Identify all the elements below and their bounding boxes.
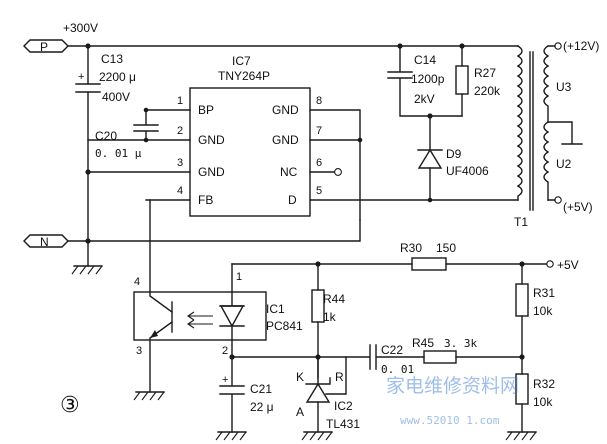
c13-voltage: 400V: [102, 90, 130, 104]
r27-value: 220k: [474, 84, 501, 98]
ground-symbol-left: [71, 240, 103, 275]
ic7-pin7-no: 7: [316, 125, 322, 137]
r31-ref: R31: [533, 286, 555, 300]
ic2-regulator: [305, 356, 347, 433]
ic2-a: A: [296, 405, 304, 419]
ic2-k: K: [296, 370, 304, 384]
ic1-pin4: 4: [134, 276, 140, 288]
c21-ref: C21: [250, 382, 272, 396]
c20-value: 0. 01 μ: [95, 147, 142, 160]
r45-value: 3. 3k: [444, 337, 477, 350]
d9-part: UF4006: [446, 164, 489, 178]
r45-resistor: [423, 350, 457, 364]
ic7-pin4-no: 4: [177, 185, 183, 197]
t1-out-5v: (+5V): [563, 200, 593, 214]
ic7-pin-nc: NC: [280, 165, 298, 179]
ic7-pin6-no: 6: [316, 157, 322, 169]
ic1-pin1: 1: [236, 271, 242, 283]
c20-capacitor: [133, 109, 159, 141]
watermark-url: www.52010 1.com: [400, 414, 500, 427]
t1-transformer: [516, 45, 583, 211]
t1-u3-label: U3: [556, 80, 572, 94]
r31-value: 10k: [533, 304, 553, 318]
ic7-ref: IC7: [232, 54, 251, 68]
r44-value: 1k: [323, 310, 337, 324]
r44-resistor: [311, 289, 325, 323]
ic7-pin-fb: FB: [198, 193, 213, 207]
ic1-optocoupler: [133, 291, 267, 341]
r45-ref: R45: [412, 336, 434, 350]
d9-diode: [417, 115, 443, 201]
c14-capacitor: [387, 45, 463, 117]
t1-u2-label: U2: [556, 157, 572, 171]
r30-resistor: [411, 257, 447, 271]
n-label: N: [40, 235, 49, 249]
ic7-pin-gnd2: GND: [198, 133, 225, 147]
r32-ref: R32: [533, 377, 555, 391]
ground-symbol-c21: [215, 431, 247, 441]
ic7-pin5-no: 5: [316, 185, 322, 197]
ic1-pin3: 3: [136, 345, 142, 357]
r32-value: 10k: [533, 395, 553, 409]
ic7-pin-d: D: [288, 193, 297, 207]
figure-number: ③: [60, 393, 80, 418]
r31-resistor: [515, 283, 529, 317]
ic7-body: [189, 87, 311, 217]
p-label: P: [40, 40, 48, 54]
r30-ref: R30: [400, 241, 422, 255]
t1-out-12v: (+12V): [563, 39, 599, 53]
c13-capacitor: +: [75, 45, 101, 242]
ground-symbol-r32: [505, 431, 537, 441]
ic7-pin1-no: 1: [177, 95, 183, 107]
c14-ref: C14: [414, 53, 436, 67]
ic7-part: TNY264P: [218, 69, 270, 83]
ic2-r: R: [335, 370, 344, 384]
r44-ref: R44: [323, 292, 345, 306]
ic2-ref: IC2: [334, 399, 353, 413]
c14-voltage: 2kV: [414, 92, 435, 106]
svg-text:+: +: [78, 71, 84, 83]
watermark-text: 家电维修资料网: [386, 375, 519, 397]
r27-ref: R27: [474, 66, 496, 80]
n-terminal: N: [23, 234, 69, 249]
t1-ref: T1: [514, 215, 528, 229]
ic7-pin8-no: 8: [316, 95, 322, 107]
svg-text:+: +: [222, 374, 228, 386]
v300-label: +300V: [63, 21, 98, 35]
ic1-ref: IC1: [266, 302, 285, 316]
r30-value: 150: [436, 241, 456, 255]
c13-value: 2200 μ: [99, 70, 136, 84]
r27-resistor: [455, 45, 469, 117]
c21-value: 22 μ: [250, 400, 274, 414]
ic2-part: TL431: [326, 417, 360, 431]
c20-ref: C20: [95, 129, 117, 143]
ground-symbol-ic2: [301, 431, 333, 441]
ground-symbol-opto: [133, 391, 165, 401]
c14-value: 1200p: [411, 72, 445, 86]
ic1-part: PC841: [266, 319, 303, 333]
ic1-pin2: 2: [222, 345, 228, 357]
c13-ref: C13: [101, 52, 123, 66]
ic7-pin2-no: 2: [177, 125, 183, 137]
ic7-pin-gnd3: GND: [198, 165, 225, 179]
r32-resistor: [515, 373, 529, 405]
d9-ref: D9: [446, 147, 462, 161]
c22-value: 0. 01: [381, 363, 414, 376]
ic7-pin-bp: BP: [198, 103, 214, 117]
out-5v-label: +5V: [557, 258, 579, 272]
ic7-pin-gnd7: GND: [272, 133, 299, 147]
p-terminal: P: [23, 39, 69, 54]
n-rail: [67, 219, 361, 242]
ic7-pin3-no: 3: [177, 157, 183, 169]
c22-ref: C22: [381, 343, 403, 357]
ic7-pin-gnd8: GND: [272, 103, 299, 117]
